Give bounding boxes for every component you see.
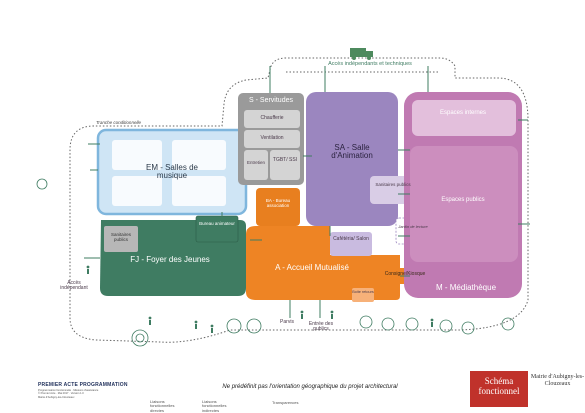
zone-s-ventilation: Ventilation xyxy=(260,135,284,141)
zone-ba-label: BA - Bureau association xyxy=(265,198,291,208)
zone-m-shape xyxy=(404,92,522,298)
tranche-label: Tranche conditionnelle xyxy=(96,120,141,125)
client-name: Mairie d'Aubigny-les-Clouzeaux xyxy=(530,374,585,388)
zone-fj-sanitaires: Sanitaires publics xyxy=(110,232,131,242)
legend-item-transparences: Transparences xyxy=(272,400,299,405)
disclaimer-text: Ne prédéfinit pas l'orientation géograph… xyxy=(222,384,398,390)
zone-s-label: S - Servitudes xyxy=(249,97,293,104)
credit-line2: Mairie d'Aubigny-les-Clouzeaux xyxy=(38,395,75,399)
zone-s-tgbt: TGBT/ SSI xyxy=(272,157,298,163)
zone-em-shape xyxy=(96,128,248,216)
zone-sa-sanitaires: Sanitaires publics xyxy=(375,182,411,187)
zone-s-chaufferie: Chaufferie xyxy=(260,115,284,121)
zone-a-label: A - Accueil Mutualisé xyxy=(275,263,349,272)
truck-icon xyxy=(350,48,373,60)
title-badge: Schéma fonctionnel xyxy=(470,371,528,407)
zone-em-label: EM - Salles de musique xyxy=(145,163,199,181)
zone-s-entretien: Entretien xyxy=(246,160,265,165)
zone-s-shape xyxy=(238,93,304,185)
zone-a-boite: Boite retours xyxy=(352,290,374,294)
zone-sa-label: SA - Salle d'Animation xyxy=(331,143,373,161)
zone-fj-bureau: Bureau animateur xyxy=(199,221,235,226)
zone-a-consigne: Consigne/Kiosque xyxy=(384,271,426,277)
acces-independant-label: Accès indépendant xyxy=(60,280,88,292)
zone-fj-shape xyxy=(100,215,246,296)
zone-m-label: M - Médiathèque xyxy=(435,283,497,292)
zone-sa-cafeteria: Cafétéria/ Salon xyxy=(333,236,369,242)
credit-line1: © Premier Acte · Mai 2017 · Version 1.0 xyxy=(38,392,84,396)
top-access-label: Accès indépendants et techniques xyxy=(328,61,412,67)
zone-sa-jardin: Jardin de lecture xyxy=(398,224,428,229)
zone-fj-label: FJ - Foyer des Jeunes xyxy=(130,255,210,264)
zone-ba-shape xyxy=(256,188,300,226)
entree-label: Entrée des publics xyxy=(308,321,334,333)
logo-sub: Programmation fonctionnelle · Missions d… xyxy=(38,389,98,399)
legend-item-direct: Liaisons fonctionnelles directes xyxy=(150,399,175,413)
pedestrian-icons xyxy=(86,265,434,333)
zone-m-internes: Espaces internes xyxy=(439,110,487,116)
parvis-label: Parvis xyxy=(280,319,294,325)
logo-text: PREMIER ACTE PROGRAMMATION xyxy=(38,382,128,388)
connection-arrows xyxy=(84,66,530,318)
landscape-decor xyxy=(36,178,515,347)
zone-m-publics: Espaces publics xyxy=(441,197,485,203)
logo-sub-line1: Programmation fonctionnelle · Missions d… xyxy=(38,389,99,392)
legend-item-indirect: Liaisons fonctionnelles indirectes xyxy=(202,399,227,413)
